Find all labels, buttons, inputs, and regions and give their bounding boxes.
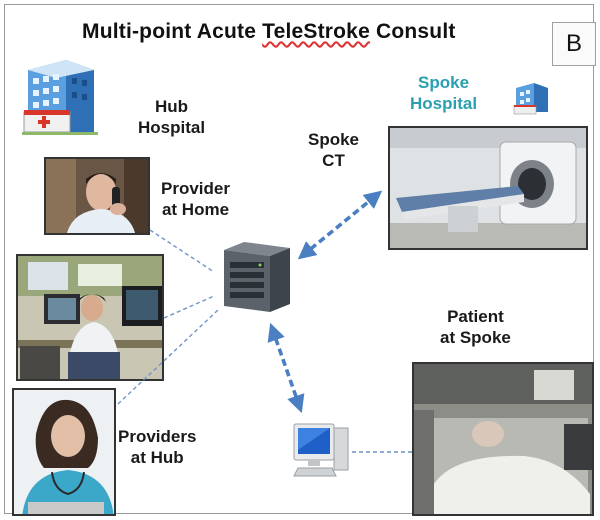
photo-patient-bed — [412, 362, 594, 516]
title-part-2: TeleStroke — [262, 20, 370, 43]
panel-letter: B — [552, 22, 596, 66]
desktop-computer-icon — [293, 423, 349, 477]
photo-provider-home — [44, 157, 150, 235]
label-spoke-hospital: Spoke Hospital — [410, 73, 478, 113]
title-part-3: Consult — [369, 20, 456, 43]
photo-ct-scanner — [388, 126, 588, 250]
small-hospital-icon — [513, 83, 548, 115]
label-hub-hospital: Hub Hospital — [138, 97, 206, 137]
label-provider-at-home: Provider at Home — [161, 179, 230, 219]
diagram-title: Multi-point Acute TeleStroke Consult — [82, 20, 456, 44]
photo-provider-workstation — [16, 254, 164, 381]
server-tower-icon — [224, 242, 290, 312]
hospital-building-icon — [22, 60, 98, 135]
photo-provider-hub-nurse — [12, 388, 116, 516]
label-providers-at-hub: Providers at Hub — [118, 427, 197, 467]
title-part-1: Multi-point Acute — [82, 20, 263, 43]
label-patient-at-spoke: Patient at Spoke — [440, 307, 511, 347]
label-spoke-ct: Spoke CT — [308, 130, 360, 170]
